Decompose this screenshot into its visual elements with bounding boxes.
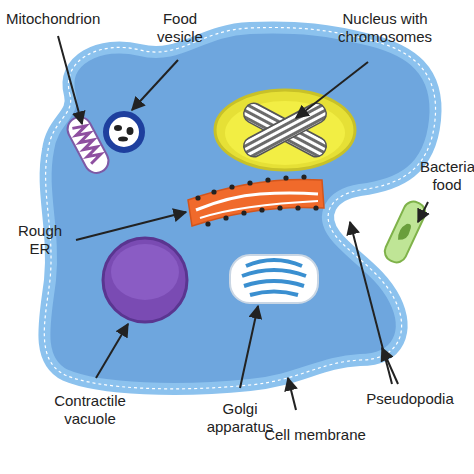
part-label: Nucleus with chromosomes — [330, 10, 440, 46]
contractile-vacuole — [103, 238, 187, 322]
leader-arrow — [76, 212, 186, 240]
nucleus — [215, 90, 355, 170]
golgi-apparatus — [230, 255, 318, 303]
leader-arrow — [58, 36, 82, 124]
bacteria — [382, 198, 429, 265]
cell-body — [44, 28, 435, 389]
part-label: Contractile vacuole — [40, 392, 140, 428]
part-label: Bacteria food — [420, 158, 474, 194]
cell-membrane-edge — [44, 28, 435, 389]
rough-er — [188, 174, 324, 226]
leader-arrow — [96, 324, 128, 378]
leader-arrow — [296, 62, 368, 118]
leader-arrow — [240, 306, 258, 388]
leader-arrow — [418, 202, 428, 222]
part-label: Pseudopodia — [350, 390, 470, 408]
part-label: Rough ER — [10, 222, 70, 258]
part-label: Cell membrane — [250, 426, 380, 444]
leader-arrow — [132, 60, 178, 110]
leader-lines — [58, 36, 428, 410]
food-vesicle — [106, 114, 142, 150]
part-label: Food vesicle — [150, 10, 210, 46]
leader-arrow — [382, 348, 398, 384]
leader-arrow — [350, 222, 392, 384]
part-label: Mitochondrion — [6, 10, 116, 28]
leader-arrow — [288, 378, 296, 410]
